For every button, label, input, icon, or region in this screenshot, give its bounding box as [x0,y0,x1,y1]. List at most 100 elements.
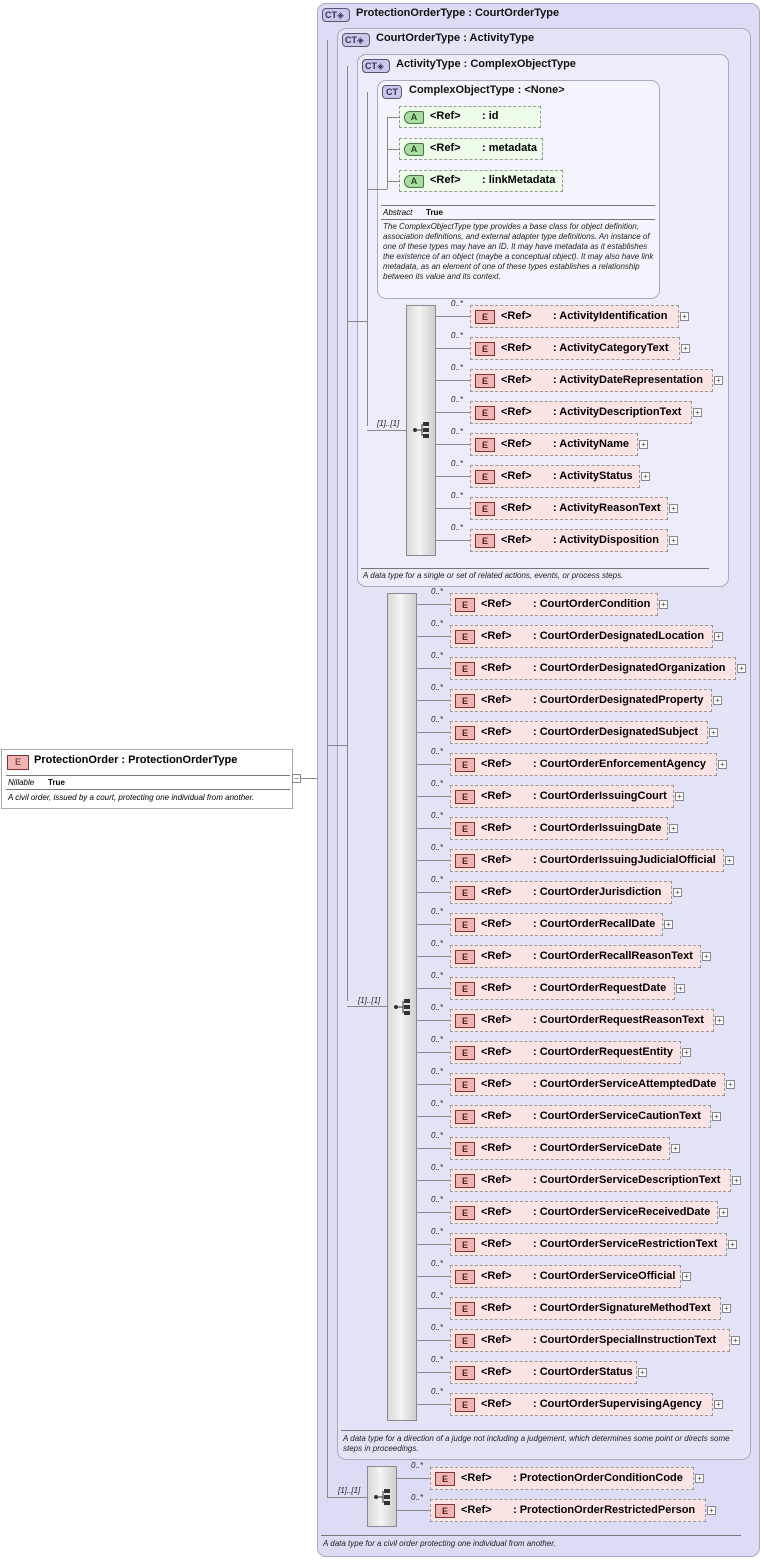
element-activity-description-text[interactable]: E<Ref>: ActivityDescriptionText [470,401,692,424]
expand-toggle-icon[interactable]: + [728,1240,737,1249]
expand-toggle-icon[interactable]: + [732,1176,741,1185]
connector-line [387,117,388,189]
expand-toggle-icon[interactable]: + [726,1080,735,1089]
expand-toggle-icon[interactable]: + [731,1336,740,1345]
attribute-link-metadata[interactable]: A <Ref> : linkMetadata [399,170,563,192]
element-activity-date-representation[interactable]: E<Ref>: ActivityDateRepresentation [470,369,713,392]
attribute-id[interactable]: A <Ref> : id [399,106,541,128]
expand-toggle-icon[interactable]: + [680,312,689,321]
element-court-order-designated-organization[interactable]: E<Ref>: CourtOrderDesignatedOrganization [450,657,736,680]
expand-toggle-icon[interactable]: + [669,536,678,545]
element-court-order-service-received-date[interactable]: E<Ref>: CourtOrderServiceReceivedDate [450,1201,718,1224]
element-court-order-service-official[interactable]: E<Ref>: CourtOrderServiceOfficial [450,1265,681,1288]
expand-toggle-icon[interactable]: + [676,984,685,993]
element-cardinality: 0..* [411,1461,424,1470]
expand-toggle-icon[interactable]: + [681,344,690,353]
element-activity-category-text[interactable]: E<Ref>: ActivityCategoryText [470,337,680,360]
expand-toggle-icon[interactable]: + [718,760,727,769]
element-name: : CourtOrderRecallReasonText [533,950,693,962]
expand-toggle-icon[interactable]: + [675,792,684,801]
activity-sequence-compositor[interactable] [406,305,436,556]
attribute-metadata[interactable]: A <Ref> : metadata [399,138,543,160]
element-court-order-signature-method-text[interactable]: E<Ref>: CourtOrderSignatureMethodText [450,1297,721,1320]
expand-toggle-icon[interactable]: + [702,952,711,961]
element-court-order-status[interactable]: E<Ref>: CourtOrderStatus [450,1361,637,1384]
element-court-order-issuing-date[interactable]: E<Ref>: CourtOrderIssuingDate [450,817,668,840]
expand-toggle-icon[interactable]: + [719,1208,728,1217]
element-activity-name[interactable]: E<Ref>: ActivityName [470,433,638,456]
element-protection-order-restricted-person[interactable]: E<Ref>: ProtectionOrderRestrictedPerson [430,1499,706,1522]
element-court-order-request-reason-text[interactable]: E<Ref>: CourtOrderRequestReasonText [450,1009,714,1032]
element-court-order-condition[interactable]: E<Ref>: CourtOrderCondition [450,593,658,616]
expand-toggle-icon[interactable]: + [713,696,722,705]
connector-line [417,1404,450,1405]
element-name: : CourtOrderIssuingJudicialOfficial [533,854,716,866]
element-badge-icon: E [475,534,495,548]
element-court-order-service-attempted-date[interactable]: E<Ref>: CourtOrderServiceAttemptedDate [450,1073,725,1096]
element-court-order-service-description-text[interactable]: E<Ref>: CourtOrderServiceDescriptionText [450,1169,731,1192]
connector-line [367,430,407,431]
expand-toggle-icon[interactable]: + [669,504,678,513]
element-name: : ActivityDateRepresentation [553,374,703,386]
element-court-order-recall-reason-text[interactable]: E<Ref>: CourtOrderRecallReasonText [450,945,701,968]
root-description: A civil order, issued by a court, protec… [8,793,255,802]
element-activity-status[interactable]: E<Ref>: ActivityStatus [470,465,640,488]
element-court-order-supervising-agency[interactable]: E<Ref>: CourtOrderSupervisingAgency [450,1393,713,1416]
element-court-order-request-entity[interactable]: E<Ref>: CourtOrderRequestEntity [450,1041,681,1064]
element-court-order-service-restriction-text[interactable]: E<Ref>: CourtOrderServiceRestrictionText [450,1233,727,1256]
expand-toggle-icon[interactable]: + [669,824,678,833]
element-court-order-designated-property[interactable]: E<Ref>: CourtOrderDesignatedProperty [450,689,712,712]
element-court-order-jurisdiction[interactable]: E<Ref>: CourtOrderJurisdiction [450,881,672,904]
expand-toggle-icon[interactable]: + [682,1272,691,1281]
element-protection-order-condition-code[interactable]: E<Ref>: ProtectionOrderConditionCode [430,1467,694,1490]
element-court-order-request-date[interactable]: E<Ref>: CourtOrderRequestDate [450,977,675,1000]
element-cardinality: 0..* [431,1227,444,1236]
expand-toggle-icon[interactable]: + [714,1400,723,1409]
expand-toggle-icon[interactable]: + [725,856,734,865]
element-court-order-designated-location[interactable]: E<Ref>: CourtOrderDesignatedLocation [450,625,713,648]
expand-toggle-icon[interactable]: + [695,1474,704,1483]
expand-toggle-icon[interactable]: + [714,376,723,385]
expand-toggle-icon[interactable]: + [693,408,702,417]
expand-toggle-icon[interactable]: + [682,1048,691,1057]
element-activity-disposition[interactable]: E<Ref>: ActivityDisposition [470,529,668,552]
divider [321,1535,741,1536]
element-court-order-issuing-court[interactable]: E<Ref>: CourtOrderIssuingCourt [450,785,674,808]
expand-toggle-icon[interactable]: + [638,1368,647,1377]
collapse-toggle-icon[interactable]: − [292,774,301,783]
connector-line [436,540,470,541]
expand-toggle-icon[interactable]: + [722,1304,731,1313]
element-ref: <Ref> [501,470,532,482]
element-court-order-service-date[interactable]: E<Ref>: CourtOrderServiceDate [450,1137,670,1160]
element-name: : CourtOrderRecallDate [533,918,656,930]
element-court-order-special-instruction-text[interactable]: E<Ref>: CourtOrderSpecialInstructionText [450,1329,730,1352]
expand-toggle-icon[interactable]: + [671,1144,680,1153]
expand-toggle-icon[interactable]: + [712,1112,721,1121]
element-badge-icon: E [455,854,475,868]
element-court-order-service-caution-text[interactable]: E<Ref>: CourtOrderServiceCautionText [450,1105,711,1128]
element-activity-identification[interactable]: E<Ref>: ActivityIdentification [470,305,679,328]
expand-toggle-icon[interactable]: + [659,600,668,609]
element-ref: <Ref> [481,918,512,930]
expand-toggle-icon[interactable]: + [709,728,718,737]
element-cardinality: 0..* [431,939,444,948]
element-name: : CourtOrderServiceOfficial [533,1270,676,1282]
element-court-order-recall-date[interactable]: E<Ref>: CourtOrderRecallDate [450,913,663,936]
expand-toggle-icon[interactable]: + [673,888,682,897]
element-cardinality: 0..* [431,747,444,756]
element-name: : CourtOrderEnforcementAgency [533,758,706,770]
element-activity-reason-text[interactable]: E<Ref>: ActivityReasonText [470,497,668,520]
element-court-order-enforcement-agency[interactable]: E<Ref>: CourtOrderEnforcementAgency [450,753,717,776]
element-court-order-issuing-judicial-official[interactable]: E<Ref>: CourtOrderIssuingJudicialOfficia… [450,849,724,872]
expand-toggle-icon[interactable]: + [737,664,746,673]
expand-toggle-icon[interactable]: + [641,472,650,481]
expand-toggle-icon[interactable]: + [714,632,723,641]
expand-toggle-icon[interactable]: + [707,1506,716,1515]
root-element-box[interactable]: E ProtectionOrder : ProtectionOrderType … [1,749,293,809]
expand-toggle-icon[interactable]: + [715,1016,724,1025]
expand-toggle-icon[interactable]: + [639,440,648,449]
sequence-cardinality: [1]..[1] [358,996,381,1005]
expand-toggle-icon[interactable]: + [664,920,673,929]
element-court-order-designated-subject[interactable]: E<Ref>: CourtOrderDesignatedSubject [450,721,708,744]
element-ref: <Ref> [481,950,512,962]
